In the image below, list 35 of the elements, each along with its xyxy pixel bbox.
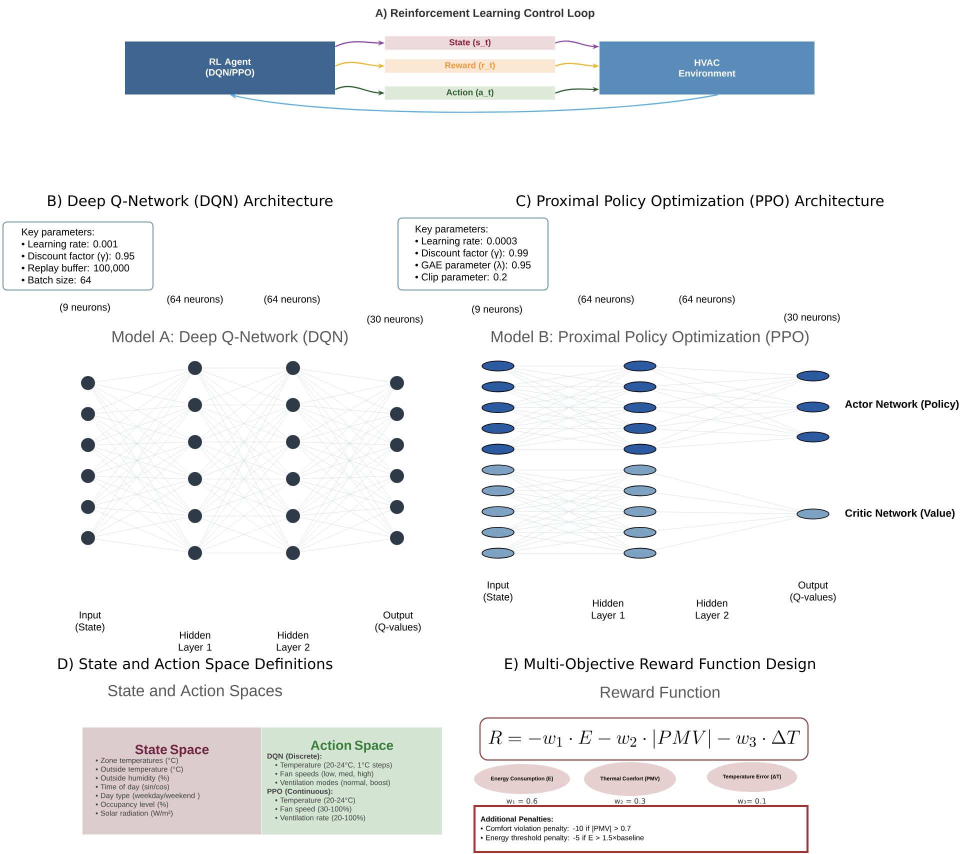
neuron-count: (30 neurons) [784, 313, 840, 323]
neuron-count: (9 neurons) [60, 303, 110, 313]
neuron-count: (9 neurons) [472, 305, 522, 315]
network-label: Critic Network (Value) [845, 509, 955, 519]
layer-label: Hidden Layer 2 [696, 599, 728, 621]
chart-title: State and Action Spaces [108, 684, 282, 700]
agent-box: RL Agent (DQN/PPO) [125, 42, 335, 94]
layer-label: Input (State) [76, 612, 104, 632]
parameter-box: Key parameters: • Learning rate: 0.001 • Discount factor (γ): 0.95 • Replay buffer: 100,000 • Batch size: 64 [2, 221, 154, 291]
neuron-count: (64 neurons) [578, 295, 634, 305]
agent-box: HVAC Environment [600, 42, 814, 94]
parameter-box: Key parameters: • Learning rate: 0.0003 • Discount factor (γ): 0.99 • GAE parameter (λ): 0.95 • Clip parameter: 0.2 [397, 217, 549, 291]
model-title: Model B: Proximal Policy Optimization (PPO) [492, 330, 809, 346]
chart-title: Reward Function [600, 686, 720, 698]
formula-box: $R = -w_1 \cdot E - w_2 \cdot |PMV| - w_3 \cdot \Delta T$ [479, 717, 809, 761]
signal-band: Reward (r_t) [385, 59, 555, 73]
neuron-count: (64 neurons) [264, 295, 320, 305]
signal-band: Action (a_t) [385, 86, 555, 100]
layer-label: Input (State) [484, 582, 512, 602]
layer-label: Hidden Layer 1 [178, 631, 212, 653]
neuron-count: (30 neurons) [367, 315, 423, 325]
layer-label: Output (Q-values) [375, 611, 421, 633]
signal-band: State (s_t) [385, 36, 555, 50]
layer-label: Output (Q-values) [790, 581, 836, 603]
layer-label: Hidden Layer 2 [276, 631, 310, 653]
neuron-count: (64 neurons) [167, 295, 223, 305]
panel-title: C) Proximal Policy Optimization (PPO) Architecture [516, 194, 884, 210]
panel-title: E) Multi-Objective Reward Function Design [505, 658, 815, 672]
panel-title: A) Reinforcement Learning Control Loop [375, 8, 594, 20]
neuron-count: (64 neurons) [679, 295, 735, 305]
model-title: Model A: Deep Q-Network (DQN) [112, 330, 348, 346]
panel-title: B) Deep Q-Network (DQN) Architecture [48, 194, 333, 210]
layer-label: Hidden Layer 1 [592, 599, 624, 621]
panel-title: D) State and Action Space Definitions [58, 658, 332, 672]
network-label: Actor Network (Policy) [845, 400, 959, 410]
